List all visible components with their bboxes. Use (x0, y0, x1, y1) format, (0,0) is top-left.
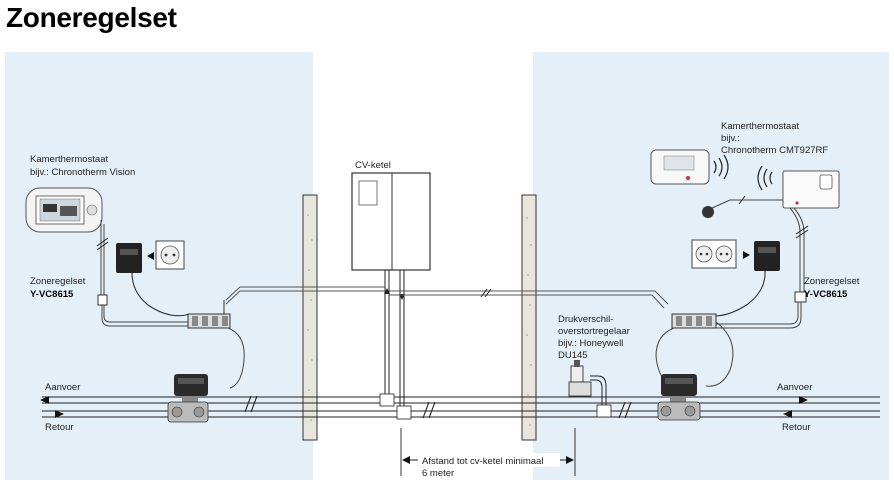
wireless-receiver-icon (702, 165, 840, 329)
bypass-valve-line1: Drukverschil- (558, 314, 613, 325)
right-wall-socket-icon (691, 239, 737, 269)
flow-arrows (40, 396, 808, 418)
power-adapter-icon (116, 243, 191, 317)
right-supply-label: Aanvoer (777, 382, 812, 393)
left-zone-controller (187, 300, 245, 389)
boiler-label: CV-ketel (355, 160, 391, 171)
bypass-valve-line2: overstortregelaar (558, 326, 630, 337)
left-zone-set-label: Zoneregelset (30, 276, 86, 287)
right-zone-set-model: Y-VC8615 (804, 289, 848, 300)
right-zone-set-label: Zoneregelset (804, 276, 860, 287)
distance-note-line1: Afstand tot cv-ketel minimaal (422, 456, 543, 467)
control-cable (225, 286, 669, 309)
right-return-label: Retour (782, 422, 811, 433)
right-zone-valve-icon (657, 374, 701, 421)
wireless-thermostat-icon (650, 149, 729, 185)
left-thermostat-label: Kamerthermostaat (30, 154, 109, 165)
bypass-valve-icon (568, 360, 612, 418)
distance-note-bg (418, 453, 560, 467)
wall-socket-icon (155, 240, 185, 270)
left-zone-set-model: Y-VC8615 (30, 289, 74, 300)
left-thermostat-cable (96, 220, 190, 327)
left-supply-label: Aanvoer (45, 382, 80, 393)
wall-thermostat-icon (25, 187, 103, 233)
left-thermostat-example: bijv.: Chronotherm Vision (30, 167, 135, 178)
left-wall (302, 194, 318, 441)
right-thermostat-example-2: Chronotherm CMT927RF (721, 145, 828, 156)
right-thermostat-label: Kamerthermostaat (721, 121, 800, 132)
left-return-label: Retour (45, 422, 74, 433)
bypass-valve-line4: DU145 (558, 350, 588, 361)
bypass-valve-line3: bijv.: Honeywell (558, 338, 623, 349)
boiler-tees (379, 393, 412, 420)
right-wall (521, 194, 537, 441)
right-power-adapter-icon (713, 241, 780, 317)
right-thermostat-example-1: bijv.: (721, 133, 740, 144)
page-title: Zoneregelset (6, 2, 177, 33)
zone-valve-icon (167, 374, 209, 423)
distance-note-line2: 6 meter (422, 468, 454, 479)
right-zone-controller (655, 313, 734, 387)
boiler-icon (351, 172, 431, 412)
